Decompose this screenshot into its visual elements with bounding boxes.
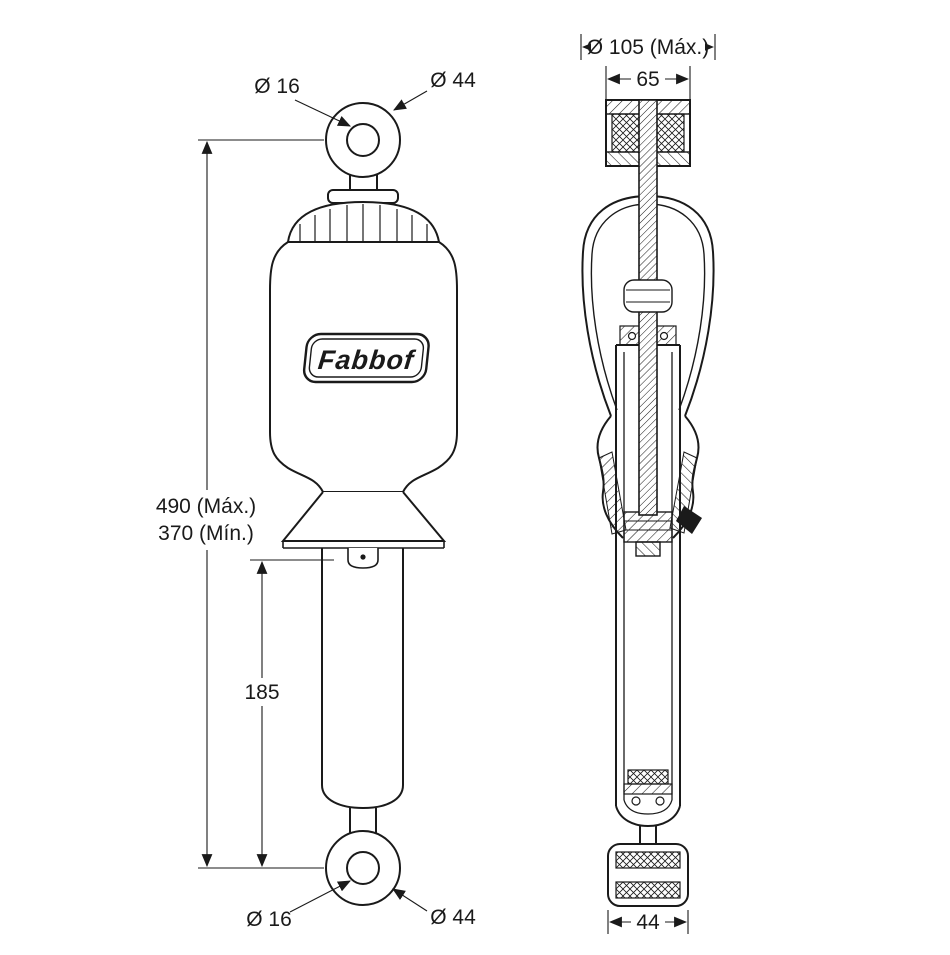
section-piston-rod [623, 99, 673, 516]
front-view: Fabbof [141, 69, 476, 931]
section-bottom-eye [607, 843, 689, 907]
dim-bottom-eye-width: 44 [636, 911, 660, 934]
dim-bottom-eye-outer: Ø 44 [430, 906, 476, 929]
front-dimensions: 490 (Máx.) 370 (Mín.) 185 Ø 16 Ø 44 Ø 16… [141, 69, 476, 931]
brand-logo-text: Fabbof [317, 344, 418, 375]
front-damper-tube [321, 548, 404, 834]
dim-top-eye-inner: Ø 16 [254, 75, 300, 98]
dim-top-eye-outer: Ø 44 [430, 69, 476, 92]
dim-bottom-eye-inner: Ø 16 [246, 908, 292, 931]
section-air-spring [581, 194, 715, 539]
front-bottom-eye [325, 830, 401, 906]
dim-max-diameter: Ø 105 (Máx.) [587, 36, 710, 59]
section-piston [623, 506, 702, 557]
section-rebound-stop [623, 769, 673, 806]
front-top-eye [325, 102, 401, 178]
front-top-cap [282, 189, 445, 250]
dim-overall-length-max: 490 (Máx.) [156, 495, 256, 518]
section-dimensions: Ø 105 (Máx.) 65 44 [580, 33, 716, 934]
front-piston-cone [280, 491, 447, 569]
section-view: Ø 105 (Máx.) 65 44 [580, 33, 716, 934]
dim-top-mount-width: 65 [636, 68, 659, 91]
brand-logo: Fabbof [302, 332, 430, 384]
dim-overall-length-min: 370 (Mín.) [158, 522, 254, 545]
dim-damper-body-length: 185 [244, 681, 279, 704]
section-damper-tube [615, 325, 681, 828]
